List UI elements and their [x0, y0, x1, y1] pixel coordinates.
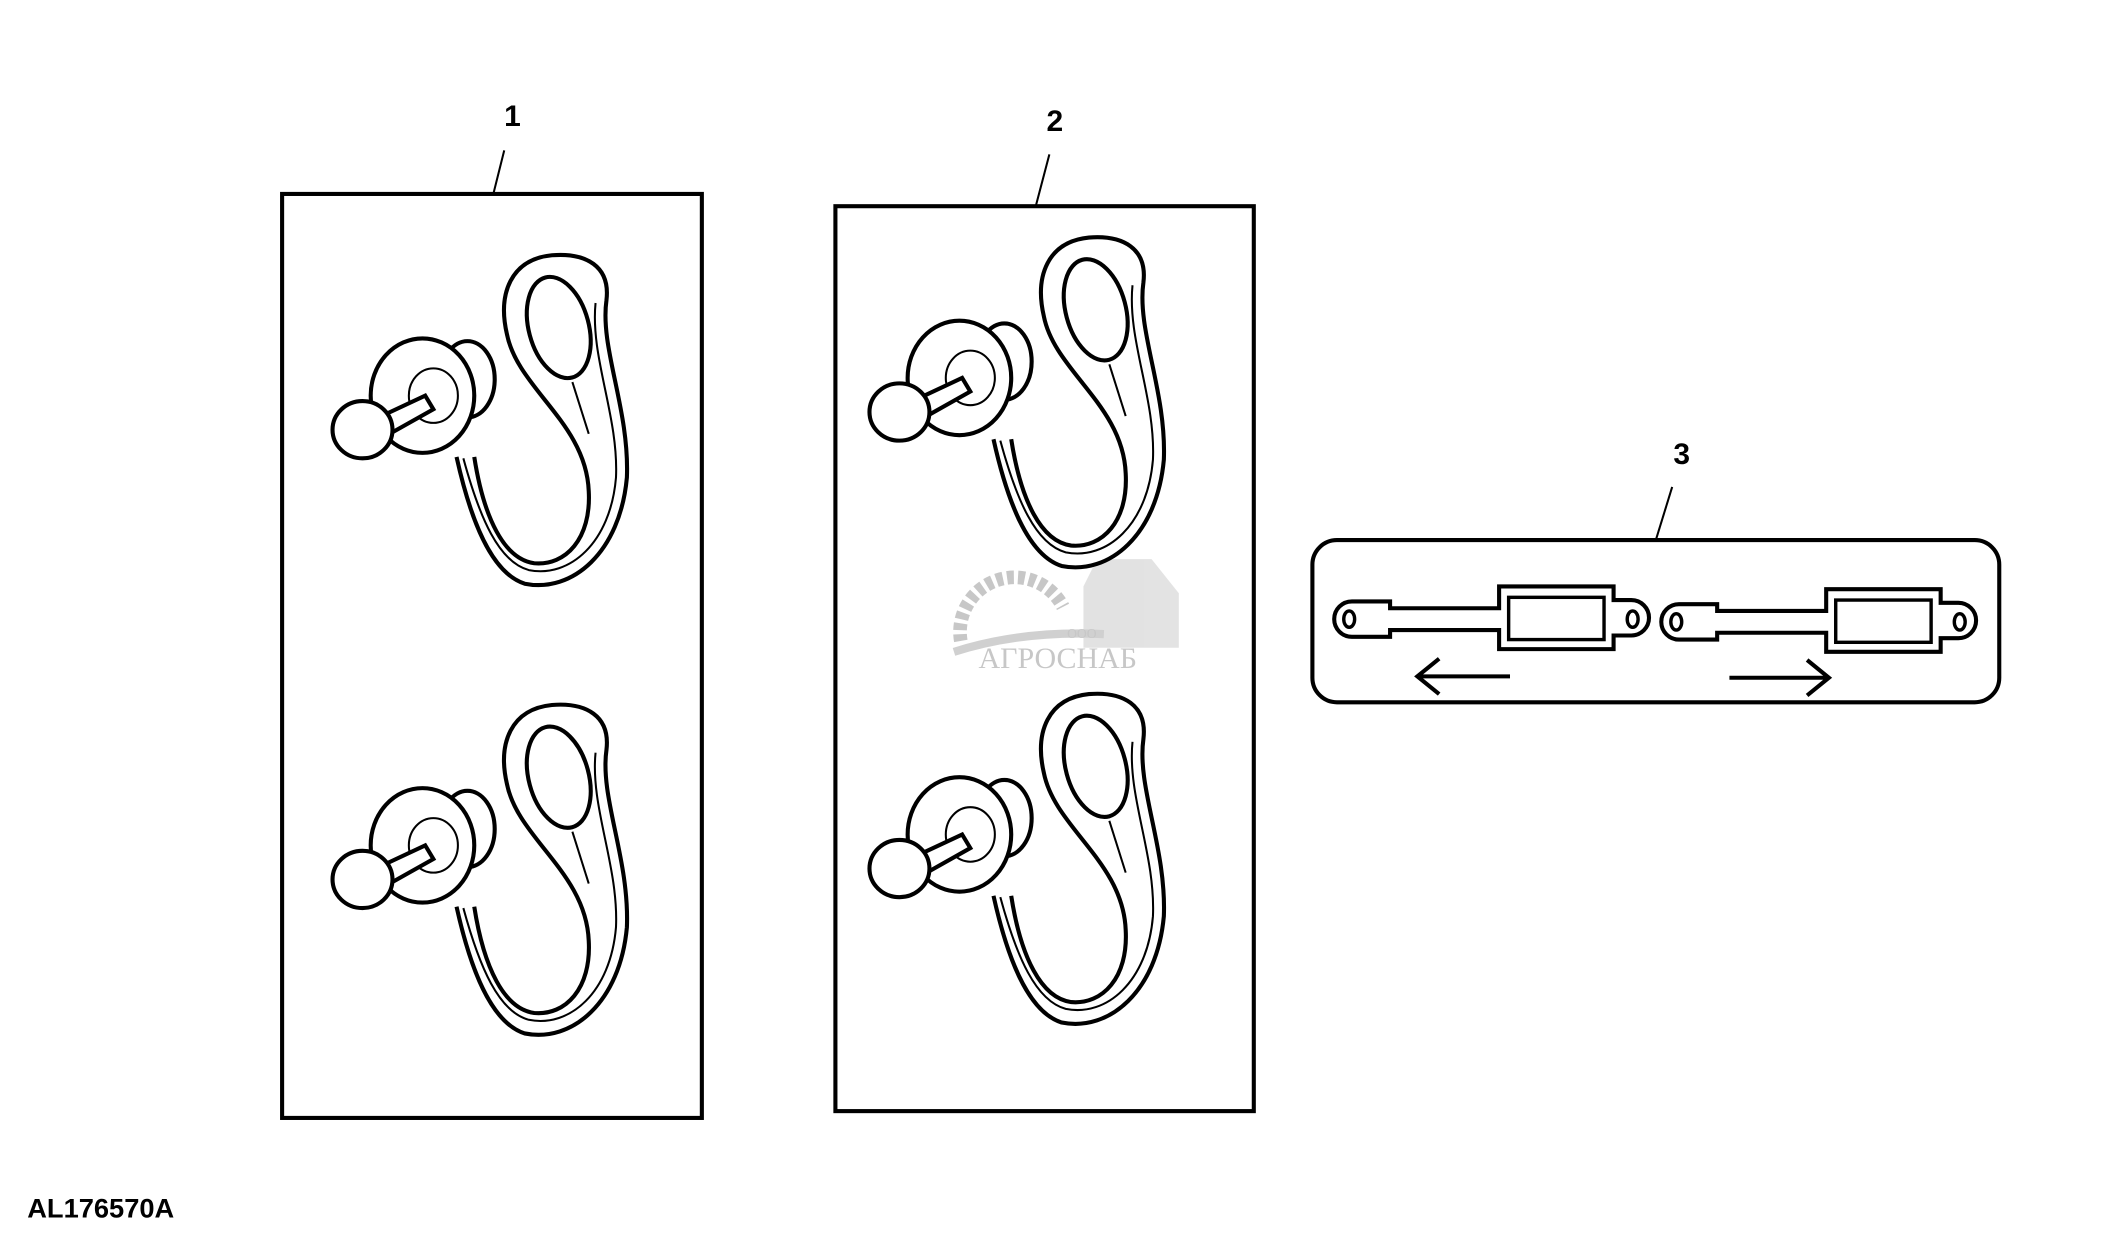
- snap-pin-clip-2b: [869, 694, 1164, 1024]
- snap-pin-clip-1a: [333, 255, 628, 585]
- watermark-name: АГРОСНАБ: [979, 642, 1138, 675]
- part-box-1: [280, 191, 704, 1120]
- callout-3: 3: [1673, 438, 1690, 471]
- watermark-logo: ООО АГРОСНАБ: [952, 559, 1179, 675]
- snap-pin-clip-2a: [869, 237, 1164, 567]
- arrow-right-icon: [1729, 658, 1833, 698]
- leader-line-1: [492, 150, 506, 195]
- leader-line-2: [1034, 154, 1051, 207]
- part-box-2: [833, 204, 1256, 1114]
- arrow-left-icon: [1414, 657, 1511, 696]
- snap-pin-clip-1b: [333, 705, 628, 1035]
- watermark-prefix: ООО: [1067, 626, 1097, 641]
- callout-1: 1: [504, 100, 521, 133]
- callout-2: 2: [1046, 105, 1063, 138]
- leader-line-3: [1654, 486, 1674, 541]
- figure-id: AL176570A: [27, 1192, 174, 1223]
- decal-plate: [1310, 538, 2002, 705]
